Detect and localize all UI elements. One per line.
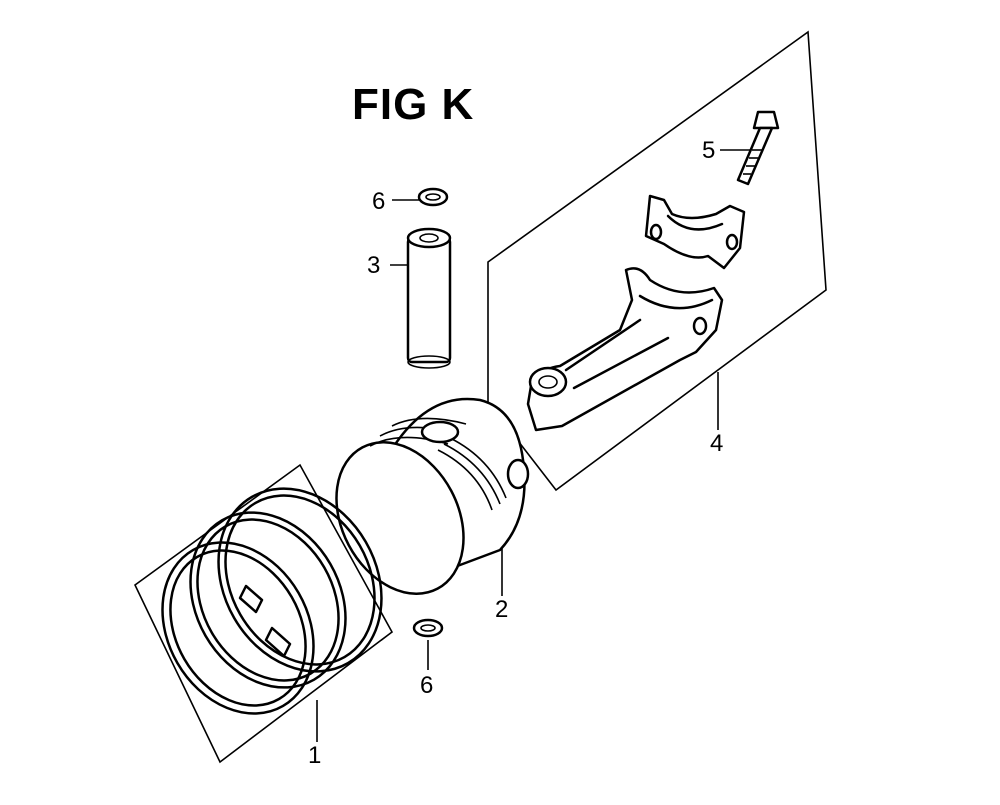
callout-3: 3 bbox=[367, 252, 381, 279]
callout-6-lower: 6 bbox=[420, 672, 434, 699]
leader-lines bbox=[316, 149, 752, 742]
callout-4: 4 bbox=[710, 430, 724, 457]
callout-5: 5 bbox=[702, 137, 716, 164]
connecting-rod bbox=[526, 267, 724, 432]
callout-2: 2 bbox=[495, 596, 509, 623]
ring-group-frame bbox=[133, 463, 394, 764]
rod-bolt bbox=[736, 110, 780, 186]
piston bbox=[335, 397, 530, 595]
rod-group-frame bbox=[487, 30, 827, 492]
piston-ring-set bbox=[161, 487, 383, 715]
figure-title: FIG K bbox=[352, 80, 475, 129]
rod-cap bbox=[644, 194, 746, 270]
piston-pin bbox=[406, 227, 452, 369]
callout-1: 1 bbox=[308, 742, 322, 769]
pin-clip-upper bbox=[417, 187, 449, 207]
callout-6-upper: 6 bbox=[372, 188, 386, 215]
pin-clip-lower bbox=[412, 618, 444, 638]
